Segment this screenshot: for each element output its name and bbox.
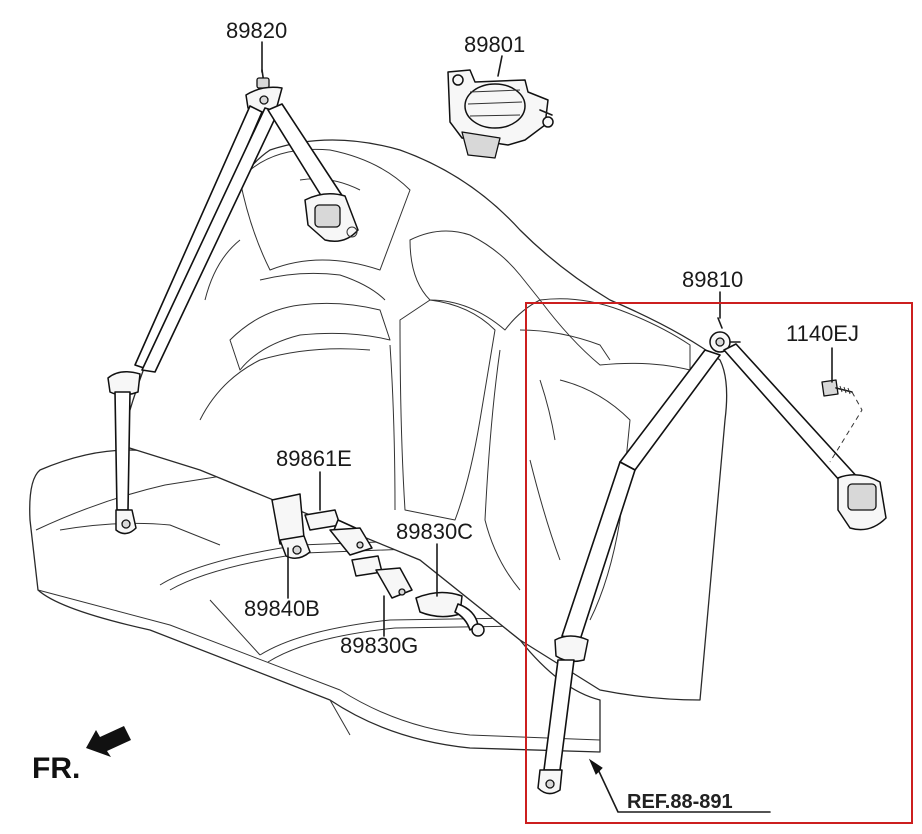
highlight-box <box>525 302 913 824</box>
center-buckle-89830G <box>351 555 413 599</box>
label-1140EJ: 1140EJ <box>786 321 859 346</box>
left-seat-belt-89820 <box>107 69 359 535</box>
reference-callout: REF.88-891 <box>588 758 771 813</box>
front-label: FR. <box>32 752 80 785</box>
label-89840B: 89840B <box>244 596 320 621</box>
rear-seat-assembly <box>29 139 728 753</box>
retractor-89801 <box>447 69 554 159</box>
label-89810: 89810 <box>682 267 743 292</box>
front-direction-indicator: FR. <box>32 726 131 785</box>
label-89861E: 89861E <box>276 446 352 471</box>
bolt-1140EJ <box>821 379 863 463</box>
reference-label: REF.88-891 <box>627 791 733 813</box>
label-89820: 89820 <box>226 18 287 43</box>
label-89801: 89801 <box>464 32 525 57</box>
right-seat-belt-89810 <box>537 317 887 795</box>
center-buckle-89861E <box>304 509 373 556</box>
label-89830C: 89830C <box>396 519 473 544</box>
center-buckle-89830C <box>415 591 485 637</box>
label-89830G: 89830G <box>340 633 418 658</box>
front-arrow-icon <box>86 726 131 757</box>
leader-lines <box>261 41 833 637</box>
